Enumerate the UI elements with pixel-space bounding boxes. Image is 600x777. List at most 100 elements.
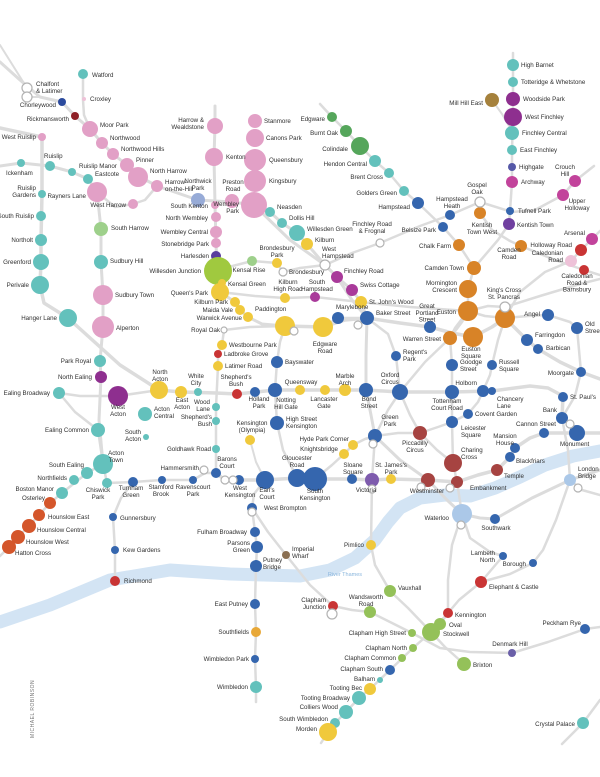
station-dot: [33, 509, 45, 521]
station-dot: [477, 385, 489, 397]
station-label: Tooting Bec: [330, 685, 362, 692]
station-dot: [556, 412, 568, 424]
station-dot: [214, 350, 222, 358]
station-label: Kenton: [226, 154, 246, 161]
route-line: [323, 200, 482, 267]
station-label: Woodside Park: [523, 96, 566, 103]
station-label: Stockwell: [443, 631, 469, 638]
station-dot: [220, 475, 230, 485]
station-dot: [217, 340, 227, 350]
station-dot: [368, 429, 382, 443]
station-label: Kensal Green: [228, 281, 266, 288]
station-dot: [446, 359, 458, 371]
station-dot: [475, 576, 487, 588]
station-label: Ruislip Manor: [79, 163, 117, 170]
station-label: Wimbledon: [217, 684, 249, 691]
station-dot: [467, 261, 481, 275]
station-label: Chalfont& Latimer: [36, 81, 62, 95]
station-dot: [245, 435, 255, 445]
interchange-ring: [573, 483, 583, 493]
station-dot: [280, 293, 290, 303]
station-dot: [504, 108, 522, 126]
station-dot: [474, 207, 486, 219]
station-dot: [365, 473, 379, 487]
station-label: Kentish Town: [517, 222, 554, 229]
station-dot: [320, 385, 330, 395]
station-label: West Ruislip: [2, 134, 37, 141]
station-label: Wimbledon Park: [204, 656, 250, 663]
station-dot: [564, 474, 576, 486]
station-dot: [310, 292, 320, 302]
station-label: Rayners Lane: [47, 193, 86, 200]
station-label: Watford: [92, 72, 114, 79]
station-dot: [38, 133, 46, 141]
station-label: Paddington: [255, 306, 287, 313]
station-label: Ickenham: [6, 170, 33, 177]
station-label: Finchley Central: [522, 130, 567, 137]
station-dot: [346, 284, 358, 296]
interchange-ring: [565, 419, 575, 429]
station-dot: [22, 519, 36, 533]
station-dot: [445, 385, 459, 399]
station-label: North Wembley: [165, 215, 208, 222]
station-label: Boston Manor: [15, 486, 54, 493]
author-credit: MICHAEL ROBINSON: [30, 679, 36, 738]
station-dot: [278, 267, 288, 277]
station-dot: [491, 464, 503, 476]
station-label: Queensbury: [269, 157, 304, 164]
station-dot: [495, 308, 515, 328]
station-label: Warwick Avenue: [197, 315, 243, 322]
station-dot: [463, 327, 483, 347]
station-label: Crystal Palace: [535, 721, 575, 728]
interchange-ring: [353, 320, 363, 330]
station-label: Stanmore: [264, 118, 291, 125]
route-line: [57, 391, 105, 466]
station-dot: [270, 416, 284, 430]
station-label: Canons Park: [266, 135, 303, 142]
station-dot: [248, 114, 262, 128]
station-dot: [408, 629, 416, 637]
station-dot: [488, 387, 496, 395]
station-dot: [521, 334, 533, 346]
station-dot: [56, 487, 68, 499]
station-dot: [95, 371, 107, 383]
station-label: Belsize Park: [402, 227, 437, 234]
station-dot: [446, 416, 458, 428]
route-line: [81, 72, 92, 131]
station-dot: [385, 665, 395, 675]
station-dot: [250, 560, 262, 572]
station-label: Warren Street: [403, 336, 442, 343]
station-dot: [71, 112, 79, 120]
station-dot: [38, 190, 46, 198]
station-dot: [443, 331, 457, 345]
station-dot: [109, 513, 117, 521]
station-dot: [399, 186, 409, 196]
station-dot: [83, 174, 93, 184]
station-dot: [111, 546, 119, 554]
station-dot: [93, 454, 113, 474]
station-label: Kingsbury: [269, 178, 297, 185]
station-label: Queen's Park: [171, 290, 209, 297]
station-dot: [508, 77, 518, 87]
station-label: Hyde Park Corner: [299, 436, 349, 443]
station-dot: [398, 654, 406, 662]
station-dot: [558, 392, 568, 402]
interchange-ring: [199, 465, 209, 475]
